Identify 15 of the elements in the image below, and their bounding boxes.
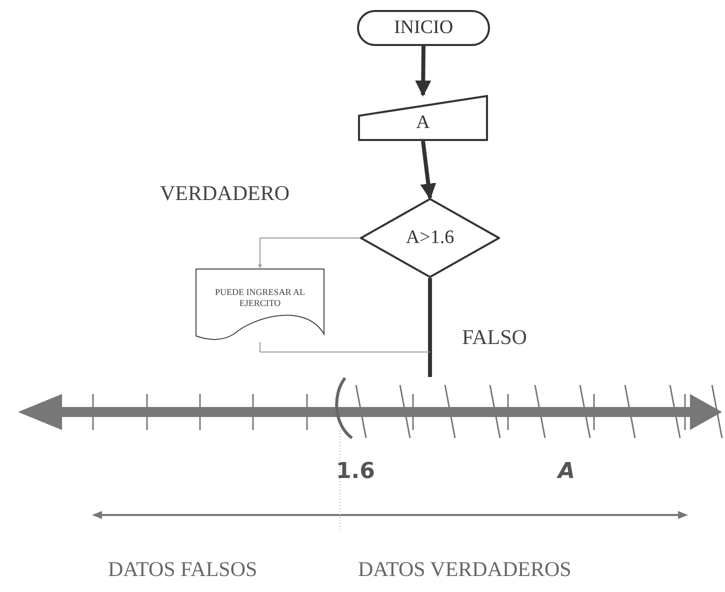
node-text: A	[416, 110, 430, 135]
range-label: DATOS VERDADEROS	[358, 556, 572, 583]
node-text: PUEDE INGRESAR AL EJERCITO	[215, 287, 305, 309]
arrow	[258, 238, 360, 268]
node-text: A>1.6	[406, 226, 454, 250]
axis-value-label: 1.6	[336, 458, 375, 486]
manual-input-shape	[358, 95, 488, 141]
range-label: DATOS FALSOS	[108, 556, 258, 583]
arrow	[420, 140, 436, 200]
start-terminal	[357, 10, 490, 46]
document-shape	[195, 268, 325, 342]
node-text: INICIO	[394, 16, 454, 40]
axis-value-label: A	[558, 458, 576, 486]
decision-diamond	[360, 198, 500, 278]
arrow	[415, 46, 432, 97]
